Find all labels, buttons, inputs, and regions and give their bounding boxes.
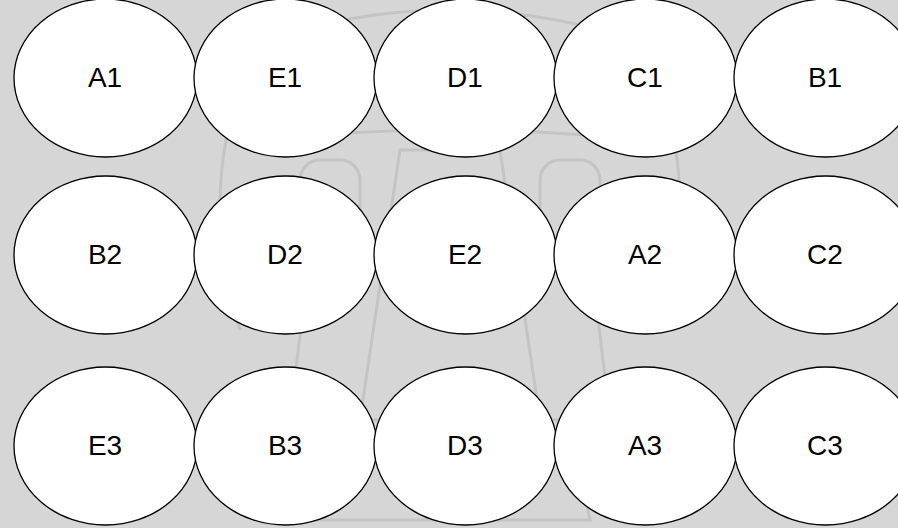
ellipse-node: B3 (193, 366, 378, 526)
ellipse-node: E2 (373, 175, 558, 335)
node-label: C1 (553, 62, 738, 94)
ellipse-node: D1 (373, 0, 558, 158)
ellipse-node: C2 (733, 175, 898, 335)
node-label: C3 (733, 430, 898, 462)
node-label: A2 (553, 239, 738, 271)
ellipse-node: E1 (193, 0, 378, 158)
node-label: E2 (373, 239, 558, 271)
ellipse-node: D3 (373, 366, 558, 526)
node-label: E3 (13, 430, 198, 462)
ellipse-node: B1 (733, 0, 898, 158)
node-label: E1 (193, 62, 378, 94)
ellipse-node: C1 (553, 0, 738, 158)
node-label: D2 (193, 239, 378, 271)
ellipse-node: B2 (13, 175, 198, 335)
ellipse-node: A3 (553, 366, 738, 526)
node-label: A1 (13, 62, 198, 94)
node-label: B3 (193, 430, 378, 462)
node-label: C2 (733, 239, 898, 271)
node-label: D3 (373, 430, 558, 462)
ellipse-node: A2 (553, 175, 738, 335)
node-label: D1 (373, 62, 558, 94)
node-label: B1 (733, 62, 898, 94)
ellipse-node: D2 (193, 175, 378, 335)
node-label: A3 (553, 430, 738, 462)
ellipse-node: A1 (13, 0, 198, 158)
ellipse-node: E3 (13, 366, 198, 526)
ellipse-node: C3 (733, 366, 898, 526)
node-label: B2 (13, 239, 198, 271)
